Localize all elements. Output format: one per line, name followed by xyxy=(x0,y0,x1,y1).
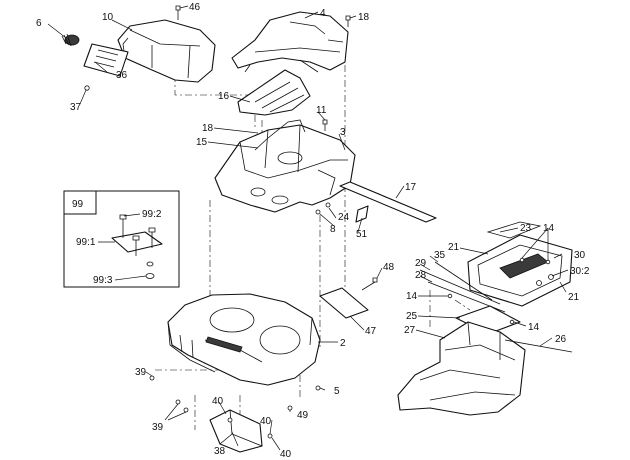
callout-17: 17 xyxy=(405,182,417,193)
callout-15: 15 xyxy=(196,137,208,148)
part-39-fastener xyxy=(149,375,155,381)
part-16-ramp xyxy=(237,69,311,116)
part-30-control-panel xyxy=(467,221,573,307)
part-27-lower-housing xyxy=(397,321,526,416)
callout-40-b: 40 xyxy=(260,416,272,427)
part-3-main-frame xyxy=(214,124,356,213)
part-51-clip xyxy=(355,205,369,223)
callout-21-a: 21 xyxy=(448,242,460,253)
callout-39-b: 39 xyxy=(152,422,164,433)
callout-46: 46 xyxy=(189,2,201,13)
callout-36: 36 xyxy=(116,70,128,81)
part-14-fastener-b xyxy=(545,259,551,265)
callout-38: 38 xyxy=(214,446,226,457)
part-6-knob xyxy=(61,33,80,47)
part-14-fastener xyxy=(519,257,525,263)
callout-6: 6 xyxy=(36,18,42,29)
callout-16: 16 xyxy=(218,91,230,102)
callout-18-mid: 18 xyxy=(202,123,214,134)
part-48-screw xyxy=(361,277,378,291)
callout-40-a: 40 xyxy=(212,396,224,407)
callout-99: 99 xyxy=(72,199,84,210)
part-38-bracket xyxy=(209,409,273,453)
callout-23: 23 xyxy=(520,223,532,234)
callout-27: 27 xyxy=(404,325,416,336)
callout-47: 47 xyxy=(365,326,377,337)
callout-21-b: 21 xyxy=(568,292,580,303)
part-5-fastener xyxy=(315,385,321,391)
part-15-cable xyxy=(254,119,306,151)
callout-35: 35 xyxy=(434,250,446,261)
part-24-fastener xyxy=(325,202,331,208)
part-10-seat-cover xyxy=(117,19,216,83)
part-46-screw xyxy=(175,5,181,20)
callout-40-c: 40 xyxy=(280,449,292,460)
part-26-rod xyxy=(504,339,573,353)
part-4-upper-housing xyxy=(231,11,349,73)
part-14-fastener-c xyxy=(447,293,453,299)
callout-99-3: 99:3 xyxy=(93,275,113,286)
callout-14-c: 14 xyxy=(528,322,540,333)
callout-10: 10 xyxy=(102,12,114,23)
part-17-bar xyxy=(339,181,437,223)
callout-37: 37 xyxy=(70,102,82,113)
callout-4: 4 xyxy=(320,8,326,19)
part-39-fastener-b xyxy=(175,399,181,405)
callout-29: 29 xyxy=(415,258,427,269)
part-14-fastener-d xyxy=(509,319,515,325)
callout-49: 49 xyxy=(297,410,309,421)
part-36-plate xyxy=(83,43,129,77)
part-49-fastener xyxy=(287,405,293,411)
callout-28: 28 xyxy=(415,270,427,281)
callout-11: 11 xyxy=(316,105,327,116)
callout-30: 30 xyxy=(574,250,586,261)
callout-24: 24 xyxy=(338,212,350,223)
part-35-rod xyxy=(434,261,493,301)
callout-3: 3 xyxy=(340,127,346,138)
callout-14-b: 14 xyxy=(406,291,418,302)
part-18-screw xyxy=(345,15,351,27)
callout-99-2: 99:2 xyxy=(142,209,162,220)
callout-18-top: 18 xyxy=(358,12,370,23)
part-47-plate xyxy=(319,287,369,319)
leader-lines xyxy=(47,5,569,451)
callout-25: 25 xyxy=(406,311,418,322)
callout-5: 5 xyxy=(334,386,340,397)
callout-26: 26 xyxy=(555,334,567,345)
callout-51: 51 xyxy=(356,229,368,240)
callout-2: 2 xyxy=(340,338,346,349)
part-2-deck xyxy=(167,293,321,386)
callout-39-a: 39 xyxy=(135,367,147,378)
callouts: 6 10 46 36 37 4 18 16 11 18 15 3 17 24 8… xyxy=(36,2,590,460)
part-8-fastener xyxy=(315,209,321,215)
part-29-rod xyxy=(419,269,501,305)
part-39-fastener-c xyxy=(183,407,189,413)
callout-48: 48 xyxy=(383,262,395,273)
callout-30-2: 30:2 xyxy=(570,266,590,277)
part-37-fastener xyxy=(84,85,90,91)
inset-99-kit xyxy=(63,190,180,288)
part-11-screw xyxy=(322,119,328,131)
callout-14-a: 14 xyxy=(543,223,555,234)
callout-8: 8 xyxy=(330,224,336,235)
callout-99-1: 99:1 xyxy=(76,237,96,248)
